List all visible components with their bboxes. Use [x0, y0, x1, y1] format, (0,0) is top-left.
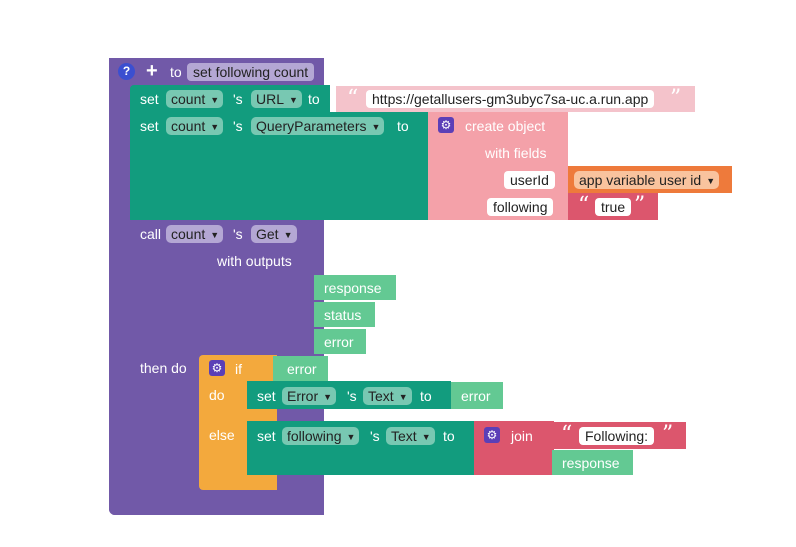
chevron-down-icon: ▼	[371, 122, 381, 132]
to-label: to	[397, 118, 409, 134]
chevron-down-icon: ▼	[210, 95, 220, 105]
condition-error-block[interactable]	[273, 356, 328, 381]
following-text-field[interactable]: Following:	[579, 427, 655, 445]
to-label: to	[308, 91, 320, 107]
output-response-block[interactable]	[314, 275, 396, 300]
possessive-label: 's	[233, 91, 243, 107]
else-label: else	[209, 427, 235, 443]
close-quote-icon: ”	[670, 86, 682, 111]
call-label: call	[140, 226, 162, 242]
output-status-label: status	[324, 307, 362, 323]
chevron-down-icon: ▼	[706, 176, 716, 186]
condition-error-label: error	[287, 361, 317, 377]
chevron-down-icon: ▼	[289, 95, 298, 105]
close-quote-icon: ”	[662, 422, 674, 447]
to-label: to	[420, 388, 432, 404]
join-label: join	[511, 428, 533, 444]
component-dropdown-count[interactable]: count▼	[166, 90, 224, 108]
with-fields-label: with fields	[485, 145, 547, 161]
do-label: do	[209, 387, 225, 403]
component-dropdown-error[interactable]: Error▼	[282, 387, 337, 405]
field-name-following[interactable]: following	[487, 198, 554, 216]
output-error-block[interactable]	[314, 329, 366, 354]
possessive-label: 's	[347, 388, 357, 404]
gear-icon[interactable]: ⚙	[209, 360, 225, 376]
chevron-down-icon: ▼	[210, 230, 220, 240]
if-label: if	[235, 361, 242, 377]
property-dropdown-url[interactable]: URL▼	[251, 90, 302, 108]
possessive-label: 's	[233, 226, 243, 242]
value-response-label: response	[562, 455, 620, 471]
possessive-label: 's	[370, 428, 380, 444]
method-dropdown-get[interactable]: Get▼	[251, 225, 297, 243]
create-object-label: create object	[465, 118, 546, 134]
set-label: set	[257, 388, 276, 404]
plus-icon[interactable]: +	[146, 60, 158, 82]
field-name-userid[interactable]: userId	[504, 171, 555, 189]
chevron-down-icon: ▼	[398, 392, 408, 402]
procedure-name-field[interactable]: set following count	[187, 63, 315, 81]
open-quote-icon: “	[347, 86, 359, 111]
set-label: set	[140, 118, 159, 134]
component-dropdown-following[interactable]: following▼	[282, 427, 360, 445]
chevron-down-icon: ▼	[210, 122, 220, 132]
value-error-block[interactable]	[451, 382, 503, 409]
gear-icon[interactable]: ⚙	[484, 427, 500, 443]
procedure-bottom	[109, 490, 324, 515]
value-error-label: error	[461, 388, 491, 404]
open-quote-icon: “	[561, 422, 573, 447]
close-quote-icon: ”	[634, 193, 646, 218]
value-response-block[interactable]	[552, 450, 633, 475]
set-label: set	[257, 428, 276, 444]
set-label: set	[140, 91, 159, 107]
true-text-field[interactable]: true	[595, 198, 632, 216]
open-quote-icon: “	[578, 193, 590, 218]
then-do-label: then do	[140, 360, 187, 376]
output-response-label: response	[324, 280, 382, 296]
component-dropdown-count[interactable]: count▼	[166, 117, 224, 135]
component-dropdown-count[interactable]: count▼	[166, 225, 224, 243]
property-dropdown-text[interactable]: Text▼	[386, 427, 435, 445]
chevron-down-icon: ▼	[421, 432, 431, 442]
property-dropdown-queryparameters[interactable]: QueryParameters▼	[251, 117, 385, 135]
output-error-label: error	[324, 334, 354, 350]
possessive-label: 's	[233, 118, 243, 134]
chevron-down-icon: ▼	[283, 230, 293, 240]
set-following-text-block[interactable]	[247, 421, 475, 475]
to-label: to	[443, 428, 455, 444]
with-outputs-label: with outputs	[217, 253, 292, 269]
gear-icon[interactable]: ⚙	[438, 117, 454, 133]
set-error-text-block[interactable]	[247, 381, 451, 409]
variable-dropdown-user-id[interactable]: app variable user id▼	[574, 171, 720, 189]
help-icon[interactable]: ?	[118, 63, 135, 80]
output-status-block[interactable]	[314, 302, 375, 327]
chevron-down-icon: ▼	[323, 392, 333, 402]
chevron-down-icon: ▼	[346, 432, 356, 442]
procedure-to-label: to	[170, 64, 182, 80]
property-dropdown-text[interactable]: Text▼	[363, 387, 412, 405]
url-text-field[interactable]: https://getallusers-gm3ubyc7sa-uc.a.run.…	[366, 90, 655, 108]
